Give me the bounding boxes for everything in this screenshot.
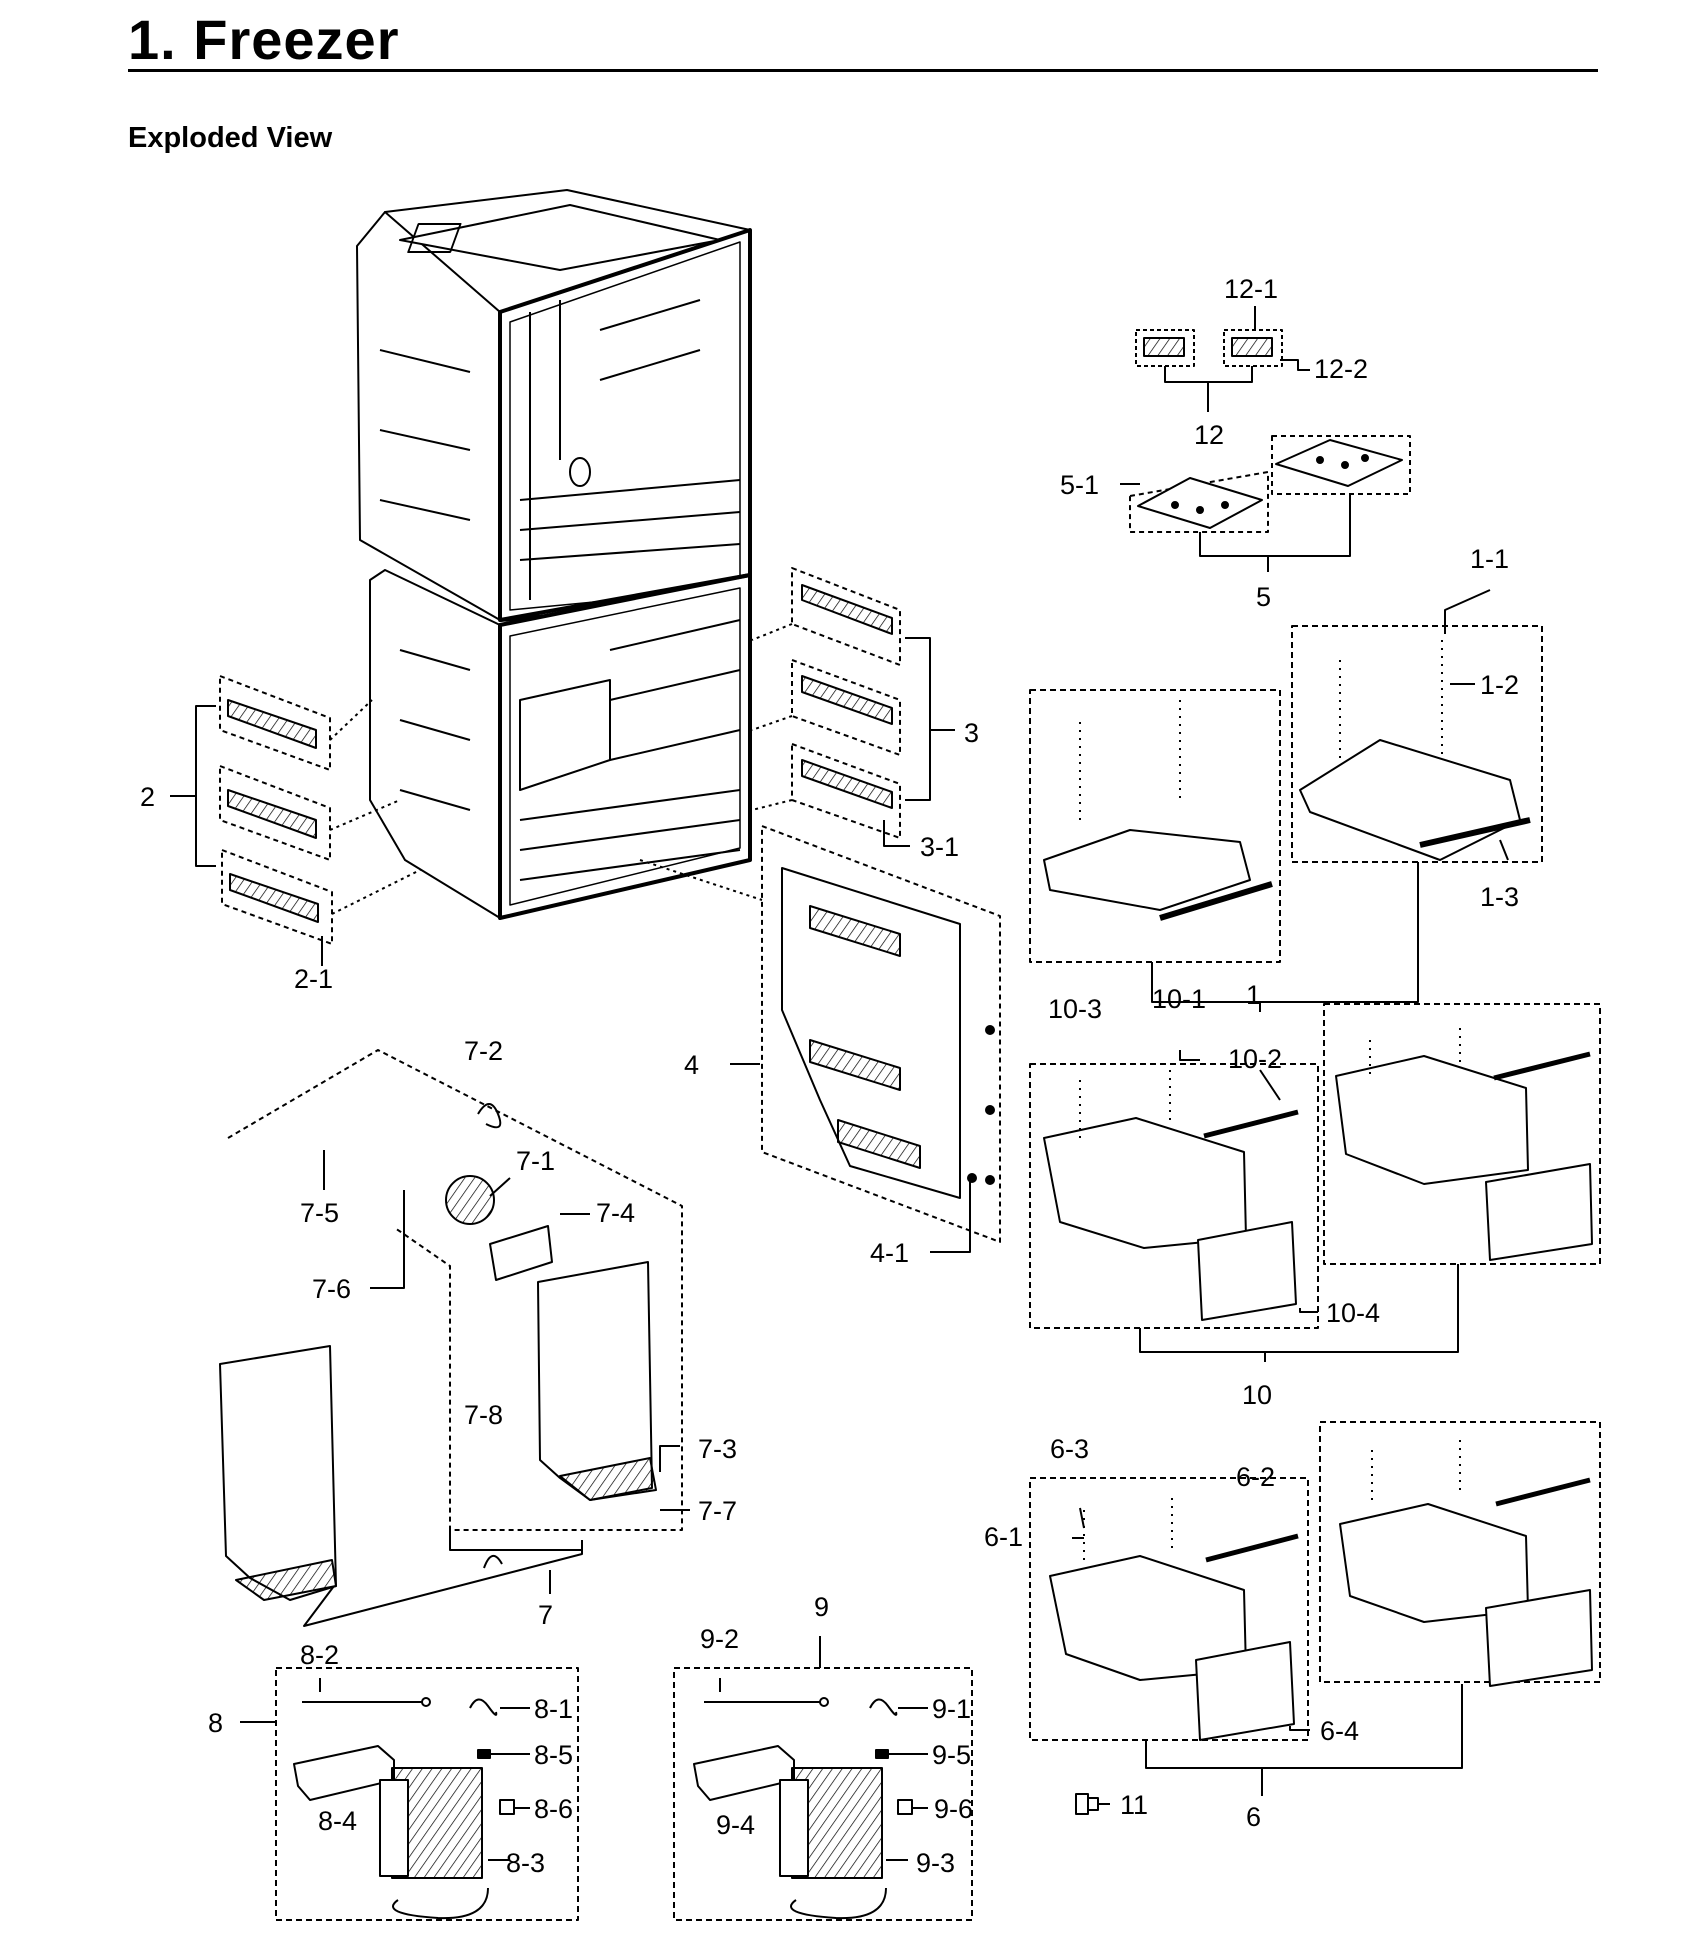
callout-8-3: 8-3 [506,1848,545,1878]
callout-3-1: 3-1 [920,832,959,862]
part-8-evaporator [240,1667,579,1921]
part-1-tray-assembly [1029,589,1543,1012]
title-rule [128,69,1598,72]
callout-6-1: 6-1 [984,1522,1023,1552]
callout-2-1: 2-1 [294,964,333,994]
callout-6-3: 6-3 [1050,1434,1089,1464]
callout-8-4: 8-4 [318,1806,357,1836]
callout-10-3: 10-3 [1048,994,1102,1024]
callout-8-1: 8-1 [534,1694,573,1724]
callout-10-1: 10-1 [1152,984,1206,1014]
callout-4: 4 [684,1050,699,1080]
page-title: 1. Freezer [128,8,400,71]
callout-7-7: 7-7 [698,1496,737,1526]
callout-2: 2 [140,782,155,812]
callout-12: 12 [1194,420,1224,450]
part-7-evap-cover [219,1049,690,1627]
part-5-covers [1120,435,1411,572]
part-9-evaporator [673,1636,973,1921]
callout-1-1: 1-1 [1470,544,1509,574]
callout-9-1: 9-1 [932,1694,971,1724]
callout-9-4: 9-4 [716,1810,755,1840]
callout-10-4: 10-4 [1326,1298,1380,1328]
callout-12-2: 12-2 [1314,354,1368,384]
part-4-panel [639,825,1001,1253]
callout-9-2: 9-2 [700,1624,739,1654]
callout-7-5: 7-5 [300,1198,339,1228]
callout-7: 7 [538,1600,553,1630]
part-3-rails [751,567,955,847]
callout-5-1: 5-1 [1060,470,1099,500]
part-12-brackets [1135,306,1310,412]
callout-9-5: 9-5 [932,1740,971,1770]
callout-1-3: 1-3 [1480,882,1519,912]
callout-7-3: 7-3 [698,1434,737,1464]
callout-9: 9 [814,1592,829,1622]
callout-12-1: 12-1 [1224,274,1278,304]
callout-6-2: 6-2 [1236,1462,1275,1492]
callout-7-1: 7-1 [516,1146,555,1176]
callout-6: 6 [1246,1802,1261,1832]
callout-6-4: 6-4 [1320,1716,1359,1746]
callout-5: 5 [1256,582,1271,612]
part-11-clip [1075,1793,1110,1815]
freezer-cabinet [356,189,752,920]
callout-10-2: 10-2 [1228,1044,1282,1074]
callout-9-6: 9-6 [934,1794,973,1824]
callout-7-6: 7-6 [312,1274,351,1304]
callout-7-4: 7-4 [596,1198,635,1228]
callout-8-6: 8-6 [534,1794,573,1824]
callout-7-2: 7-2 [464,1036,503,1066]
callout-8-2: 8-2 [300,1640,339,1670]
callout-8: 8 [208,1708,223,1738]
callout-1-2: 1-2 [1480,670,1519,700]
callout-labels: 12-1 12-2 12 5-1 5 1-1 1-2 1-3 1 2 2-1 3… [140,274,1519,1878]
section-heading: Exploded View [128,122,333,154]
callout-10: 10 [1242,1380,1272,1410]
part-6-drawer-assembly [1029,1421,1601,1796]
part-2-rails [170,675,421,966]
callout-8-5: 8-5 [534,1740,573,1770]
callout-3: 3 [964,718,979,748]
part-10-drawer-assembly [1029,1003,1601,1362]
callout-11: 11 [1120,1790,1148,1820]
callout-9-3: 9-3 [916,1848,955,1878]
callout-7-8: 7-8 [464,1400,503,1430]
callout-4-1: 4-1 [870,1238,909,1268]
callout-1: 1 [1246,980,1261,1010]
